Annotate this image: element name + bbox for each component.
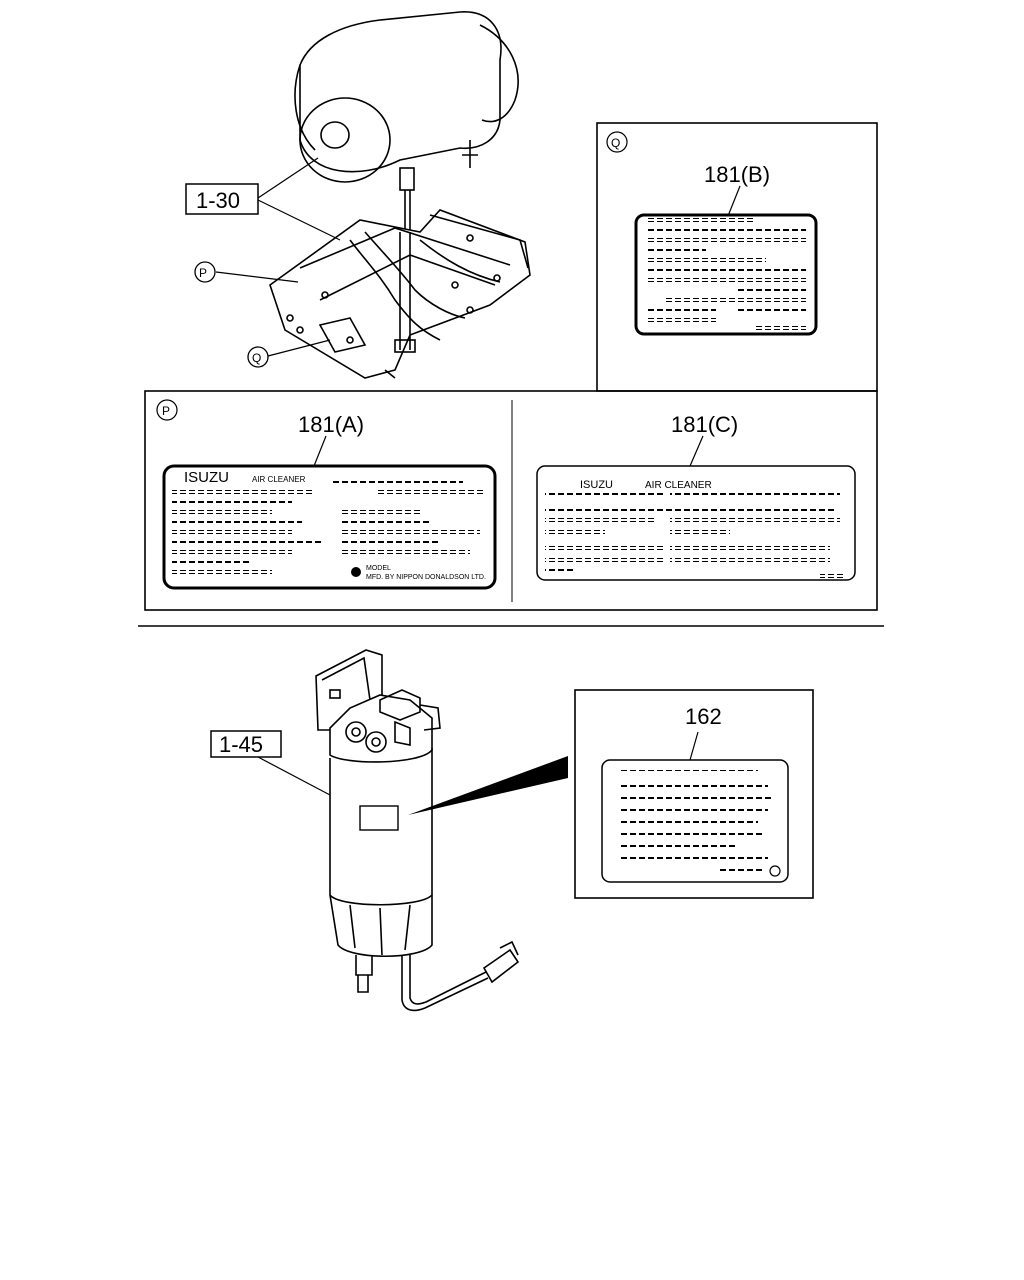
label-162 — [601, 759, 789, 883]
label-181a — [162, 464, 497, 590]
label-181a-part-label: 181(A) — [298, 412, 364, 437]
fuel-filter-assembly — [315, 649, 520, 1012]
panel-q-corner-label: Q — [611, 136, 620, 150]
ref-box-1-45 — [210, 730, 282, 758]
label-181c — [536, 465, 856, 581]
label-181a-maker: MFD. BY NIPPON DONALDSON LTD. — [366, 574, 486, 581]
label-181c-brand: ISUZU — [580, 479, 613, 491]
panel-p-corner-label: P — [162, 404, 170, 418]
label-181a-title: AIR CLEANER — [252, 475, 306, 484]
callout-p-circle — [194, 261, 216, 283]
callout-p-label: P — [199, 266, 207, 280]
panel-p-frame — [144, 390, 878, 611]
panel-p-corner-circle — [156, 399, 178, 421]
panel-q-corner-circle — [606, 131, 628, 153]
panel-162-leader — [689, 731, 699, 761]
callout-q-label: Q — [252, 351, 261, 365]
label-181c-leader — [689, 435, 704, 467]
filter-sticker — [359, 805, 399, 831]
label-181a-brand: ISUZU — [184, 469, 229, 486]
panel-162-part-label: 162 — [685, 704, 722, 729]
air-cleaner-assembly — [269, 11, 531, 379]
label-181a-model: MODEL — [366, 565, 391, 572]
sticker-pointer — [408, 756, 568, 815]
panel-q-part-label: 181(B) — [704, 162, 770, 187]
ref-1-45-leader — [257, 756, 331, 796]
panel-q-leader — [727, 185, 741, 217]
leader-lines-top — [215, 157, 341, 357]
panel-162-frame — [574, 689, 814, 899]
ref-box-1-30 — [185, 183, 259, 215]
ref-label-1-30: 1-30 — [196, 188, 240, 213]
label-181c-title: AIR CLEANER — [645, 480, 712, 491]
callout-q-circle — [247, 346, 269, 368]
label-181b — [634, 213, 818, 336]
label-181a-leader — [313, 435, 327, 467]
ref-label-1-45: 1-45 — [219, 732, 263, 757]
label-181c-part-label: 181(C) — [671, 412, 738, 437]
